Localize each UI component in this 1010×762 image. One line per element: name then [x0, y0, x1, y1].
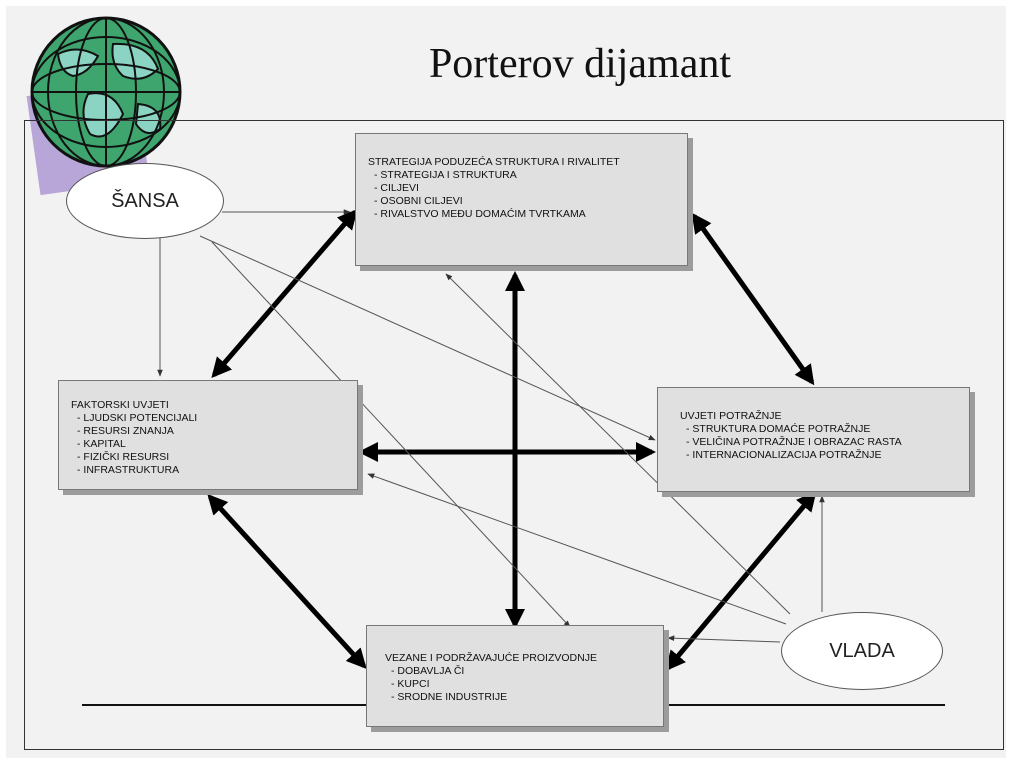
factors-box: FAKTORSKI UVJETI LJUDSKI POTENCIJALI RES… [58, 380, 358, 490]
government-to-related [667, 635, 781, 643]
diagram-frame [24, 120, 1004, 750]
related-heading: VEZANE I PODRŽAVAJUĆE PROIZVODNJE [385, 652, 597, 664]
list-item: OSOBNI CILJEVI [374, 195, 675, 208]
government-to-factors [367, 473, 787, 625]
factors-heading: FAKTORSKI UVJETI [71, 399, 169, 411]
list-item: VELIČINA POTRAŽNJE I OBRAZAC RASTA [686, 436, 957, 449]
list-item: RIVALSTVO MEĐU DOMAĆIM TVRTKAMA [374, 208, 675, 221]
list-item: LJUDSKI POTENCIJALI [77, 412, 345, 425]
strategy-heading: STRATEGIJA PODUZEĆA STRUKTURA I RIVALITE… [368, 156, 620, 168]
list-item: KUPCI [391, 678, 651, 691]
demand-heading: UVJETI POTRAŽNJE [680, 410, 782, 422]
list-item: STRUKTURA DOMAĆE POTRAŽNJE [686, 423, 957, 436]
related-box: VEZANE I PODRŽAVAJUĆE PROIZVODNJE DOBAVL… [366, 625, 664, 727]
strategy-list: STRATEGIJA I STRUKTURA CILJEVI OSOBNI CI… [368, 169, 675, 221]
list-item: CILJEVI [374, 182, 675, 195]
related-list: DOBAVLJA ČI KUPCI SRODNE INDUSTRIJE [385, 665, 651, 704]
list-item: INFRASTRUKTURA [77, 464, 345, 477]
list-item: KAPITAL [77, 438, 345, 451]
list-item: SRODNE INDUSTRIJE [391, 691, 651, 704]
demand-list: STRUKTURA DOMAĆE POTRAŽNJE VELIČINA POTR… [680, 423, 957, 462]
globe-icon [30, 16, 182, 168]
list-item: FIZIČKI RESURSI [77, 451, 345, 464]
government-to-strategy [445, 273, 791, 615]
government-ellipse: VLADA [781, 612, 943, 690]
page-title: Porterov dijamant [428, 41, 732, 87]
arrow-strategy-factors [211, 208, 358, 379]
chance-ellipse: ŠANSA [66, 163, 224, 239]
factors-list: LJUDSKI POTENCIJALI RESURSI ZNANJA KAPIT… [71, 412, 345, 477]
list-item: RESURSI ZNANJA [77, 425, 345, 438]
list-item: STRATEGIJA I STRUKTURA [374, 169, 675, 182]
list-item: INTERNACIONALIZACIJA POTRAŽNJE [686, 449, 957, 462]
strategy-box: STRATEGIJA PODUZEĆA STRUKTURA I RIVALITE… [355, 133, 688, 266]
chance-to-related [211, 241, 571, 628]
demand-box: UVJETI POTRAŽNJE STRUKTURA DOMAĆE POTRAŽ… [657, 387, 970, 492]
arrow-factors-related [207, 494, 367, 669]
arrow-strategy-demand [691, 212, 815, 386]
list-item: DOBAVLJA ČI [391, 665, 651, 678]
